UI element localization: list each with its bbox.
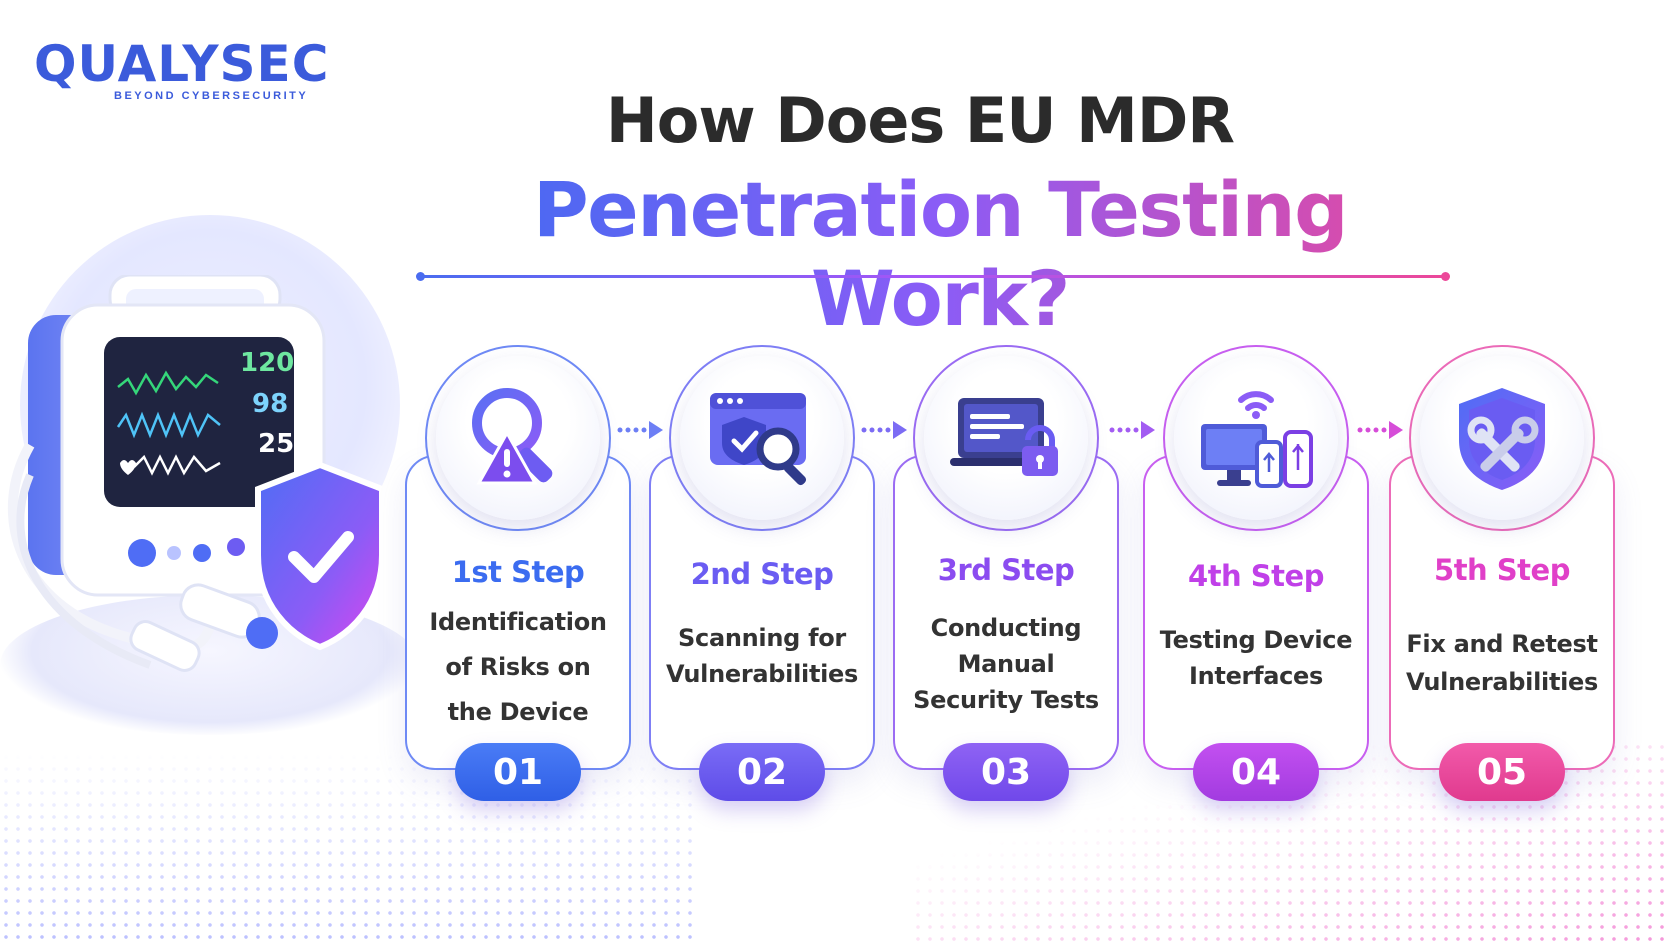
step-icon-circle [1174,356,1338,520]
title-line-2: Penetration Testing Work? [410,165,1470,343]
step-icon-circle [1420,356,1584,520]
qualysec-logo: QUALYSEC BEYOND CYBERSECURITY [34,35,330,106]
title-underline [416,272,1450,281]
step-text-line: Interfaces [1188,662,1324,690]
step-icon-circle [680,356,844,520]
step-text-line: Scanning for [678,624,846,652]
magnifier-warning-icon [472,388,553,485]
step-icon-circle [924,356,1088,520]
monitor-value-resp: 25 [258,429,295,459]
title-line-1: How Does EU MDR [605,84,1235,157]
step-number-badge: 04 [1193,743,1319,801]
laptop-lock-icon [950,398,1058,476]
background-dots-left [0,751,700,941]
step-5: 5th Step Fix and Retest Vulnerabilities … [1389,345,1615,805]
step-text-line: Manual [957,650,1055,678]
step-text-line: of Risks on [445,653,591,681]
step-text-line: Vulnerabilities [1405,668,1599,696]
connected-devices-icon [1201,391,1313,488]
arrow-right-icon [1357,421,1403,439]
logo-tagline: BEYOND CYBERSECURITY [114,90,309,102]
monitor-value-oxygen: 98 [252,389,289,419]
step-text-line: Fix and Retest [1406,630,1598,658]
step-text-line: Testing Device [1159,626,1353,654]
step-text-line: Conducting [930,614,1082,642]
shield-tools-icon [1459,388,1545,490]
arrow-right-icon [1109,421,1155,439]
step-title: 3rd Step [937,553,1075,587]
step-title: 1st Step [451,555,585,589]
step-number-badge: 03 [943,743,1069,801]
step-text-line: Identification [429,608,607,636]
step-2: 2nd Step Scanning for Vulnerabilities 02 [649,345,875,805]
shield-check-icon [255,461,385,651]
step-text-line: the Device [447,698,589,726]
logo-wordmark: QUALYSEC [34,35,330,93]
step-4: 4th Step Testing Device Interfaces 04 [1143,345,1369,805]
browser-shield-search-icon [710,393,807,486]
step-text-line: Vulnerabilities [665,660,859,688]
step-number-badge: 01 [455,743,581,801]
step-3: 3rd Step Conducting Manual Security Test… [893,345,1119,805]
patient-monitor-icon [7,275,385,672]
arrow-right-icon [617,421,663,439]
step-text-line: Security Tests [913,686,1099,714]
monitor-value-heart-rate: 120 [240,348,295,378]
step-title: 4th Step [1188,559,1324,593]
step-title: 2nd Step [690,557,834,591]
step-number-badge: 05 [1439,743,1565,801]
step-icon-circle [436,356,600,520]
step-1: 1st Step Identification of Risks on the … [405,345,631,805]
step-number-badge: 02 [699,743,825,801]
device-illustration: 120 98 25 [0,215,420,755]
arrow-right-icon [861,421,907,439]
step-title: 5th Step [1434,553,1570,587]
